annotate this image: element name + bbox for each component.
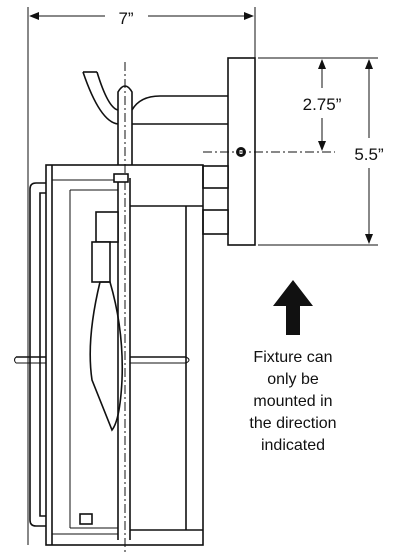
height-dimension: 5.5” [258, 57, 384, 246]
width-dimension: 7” [27, 7, 256, 545]
offset-label: 2.75” [303, 95, 342, 114]
lamp-socket [95, 211, 119, 243]
height-label: 5.5” [354, 145, 384, 164]
drain-tab [79, 513, 93, 525]
wire-guard [14, 182, 190, 527]
top-hinge [113, 173, 129, 183]
lamp-bulb [89, 281, 124, 432]
height-arrowhead-bottom [365, 234, 373, 244]
width-label: 7” [118, 9, 133, 28]
height-arrowhead-top [365, 59, 373, 69]
offset-dimension: 2.75” [258, 57, 342, 151]
housing-outer [45, 164, 204, 546]
up-arrow-icon [273, 280, 313, 335]
hook-inner-curve [96, 71, 119, 111]
note-line-1: Fixture can [253, 349, 332, 366]
width-arrowhead-left [29, 12, 39, 20]
guard-front-inner [39, 192, 46, 517]
note-line-5: indicated [261, 437, 325, 454]
mounting-arm [82, 71, 228, 165]
note-line-3: mounted in [253, 393, 332, 410]
offset-arrowhead-top [318, 59, 326, 69]
guard-front-outer [29, 182, 46, 527]
offset-arrowhead-bottom [318, 141, 326, 151]
note-line-4: the direction [249, 415, 336, 432]
arm-top-edge [131, 95, 228, 111]
spacer-upper [202, 165, 229, 189]
note-line-2: only be [267, 371, 319, 388]
spacer-lower [202, 209, 229, 235]
mounting-note: Fixture can only be mounted in the direc… [249, 349, 336, 454]
hook-outer-curve [82, 71, 119, 125]
width-arrowhead-right [244, 12, 254, 20]
fixture-housing [45, 164, 204, 546]
socket-base [91, 241, 111, 283]
